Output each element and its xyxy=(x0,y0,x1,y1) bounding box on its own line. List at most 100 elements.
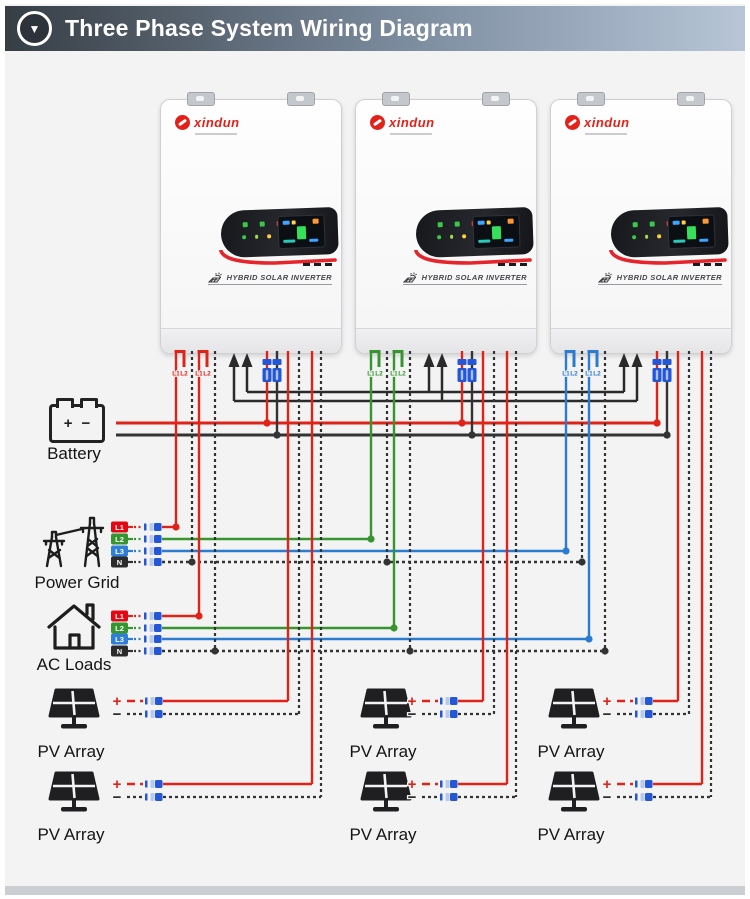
cable-connector-icon xyxy=(154,624,162,632)
cable-connector-icon xyxy=(144,635,147,643)
cable-connector-icon xyxy=(155,697,163,705)
cable-connector-icon xyxy=(154,612,162,620)
ac-terminal-label: L1 xyxy=(195,371,203,378)
cable-connector-icon xyxy=(149,547,154,555)
ac-terminal-label: L1 xyxy=(367,371,375,378)
dc-breaker-icon xyxy=(470,370,474,380)
sun-panel-icon xyxy=(207,272,222,283)
red-accent-stripe xyxy=(219,250,337,265)
junction-dot xyxy=(383,558,391,566)
tagline-text: HYBRID SOLAR INVERTER xyxy=(616,273,722,282)
red-accent-stripe xyxy=(609,250,727,265)
battery-minus-sign: − xyxy=(81,415,91,432)
cable-connector-icon xyxy=(645,793,653,801)
ac-terminal-label: L2 xyxy=(398,371,406,378)
cable-connector-icon xyxy=(145,710,148,718)
junction-dot xyxy=(601,647,609,655)
dc-breaker-icon xyxy=(460,370,464,380)
brand-logo: xindun xyxy=(175,115,240,130)
mount-bracket-icon xyxy=(287,92,315,106)
pv-array-label: PV Array xyxy=(349,825,417,844)
junction-dot xyxy=(390,624,398,632)
cable-connector-icon xyxy=(154,547,162,555)
sun-panel-icon xyxy=(402,272,417,283)
loads-phase-box xyxy=(111,610,128,622)
collapse-arrow-icon: ▼ xyxy=(17,11,52,46)
cable-connector-icon xyxy=(145,793,148,801)
cable-connector-icon xyxy=(149,523,154,531)
grid-phase-box-label: L2 xyxy=(115,535,124,544)
junction-dot xyxy=(458,419,466,427)
cable-connector-icon xyxy=(144,558,147,566)
vent-dashes xyxy=(303,263,332,266)
battery-label: Battery xyxy=(47,444,101,463)
cable-connector-icon xyxy=(635,697,638,705)
pv-array: PV Array xyxy=(328,770,438,845)
cable-connector-icon xyxy=(145,780,148,788)
ac-loads-house-icon xyxy=(47,603,101,650)
flow-arrow-icon xyxy=(618,353,630,367)
brand-logo: xindun xyxy=(565,115,630,130)
terminal-cover xyxy=(551,328,731,353)
pv-array-label: PV Array xyxy=(537,742,605,761)
cable-connector-icon xyxy=(640,697,645,705)
diagram-canvas: ▼ Three Phase System Wiring Diagram xind… xyxy=(5,4,745,895)
cable-connector-icon xyxy=(155,710,163,718)
brand-name: xindun xyxy=(194,115,240,130)
cable-connector-icon xyxy=(154,647,162,655)
cable-connector-icon xyxy=(645,780,653,788)
status-led-icons xyxy=(242,220,282,228)
cable-connector-icon xyxy=(445,710,450,718)
grid-phase-box-label: L1 xyxy=(115,523,124,532)
junction-dot xyxy=(468,431,476,439)
junction-dot xyxy=(663,431,671,439)
grid-phase-box-label: N xyxy=(117,558,122,567)
cable-connector-icon xyxy=(154,535,162,543)
dc-breaker-icon xyxy=(652,359,662,365)
pv-array: PV Array xyxy=(16,770,126,845)
junction-dot xyxy=(211,647,219,655)
pv-array-label: PV Array xyxy=(537,825,605,844)
cable-connector-icon xyxy=(445,697,450,705)
mount-bracket-icon xyxy=(482,92,510,106)
brand-logo-icon xyxy=(370,115,385,130)
tagline-text: HYBRID SOLAR INVERTER xyxy=(226,273,332,282)
cable-connector-icon xyxy=(450,710,458,718)
cable-connector-icon xyxy=(640,710,645,718)
cable-connector-icon xyxy=(149,647,154,655)
battery-terminal-icon xyxy=(80,398,98,408)
pv-array: PV Array xyxy=(516,770,626,845)
terminal-cover xyxy=(356,328,536,353)
status-led-icons xyxy=(437,220,477,228)
cable-connector-icon xyxy=(645,710,653,718)
power-grid-icon xyxy=(42,516,105,568)
lcd-screen xyxy=(667,214,716,250)
junction-dot xyxy=(468,431,476,439)
dc-breaker-icon xyxy=(272,359,282,365)
pv-array-label: PV Array xyxy=(37,742,105,761)
vent-dashes xyxy=(693,263,722,266)
cable-connector-icon xyxy=(440,780,443,788)
page-title: Three Phase System Wiring Diagram xyxy=(65,15,473,41)
indicator-dot-icons xyxy=(242,233,284,239)
ac-terminal-label: L2 xyxy=(593,371,601,378)
cable-connector-icon xyxy=(145,697,148,705)
solar-panel-icon xyxy=(548,771,600,812)
brand-subtext-bar xyxy=(585,133,627,135)
ac-terminal-label: L2 xyxy=(375,371,383,378)
brand-logo-icon xyxy=(175,115,190,130)
cable-connector-icon xyxy=(150,710,155,718)
cable-connector-icon xyxy=(450,780,458,788)
dc-breaker-icon xyxy=(265,370,269,380)
cable-connector-icon xyxy=(450,697,458,705)
cable-connector-icon xyxy=(645,697,653,705)
battery-plus-sign: + xyxy=(63,415,73,432)
cable-connector-icon xyxy=(155,793,163,801)
cable-connector-icon xyxy=(635,710,638,718)
cable-connector-icon xyxy=(445,793,450,801)
junction-dot xyxy=(585,635,593,643)
status-led-icons xyxy=(632,220,672,228)
solar-panel-icon xyxy=(548,688,600,729)
brand-subtext-bar xyxy=(195,133,237,135)
dc-breaker-icon xyxy=(662,368,672,382)
